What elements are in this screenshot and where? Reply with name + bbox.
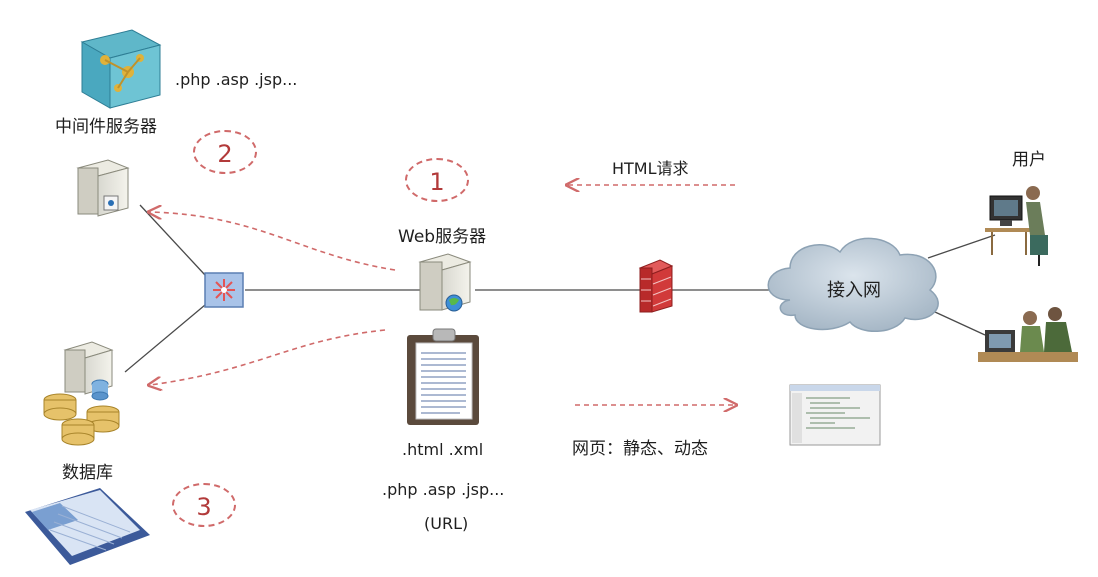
arrow-web-to-database (150, 329, 386, 385)
web-page-label: 网页：静态、动态 (572, 439, 708, 459)
middleware-server-icon (76, 159, 130, 217)
browser-screenshot-icon (789, 384, 881, 446)
arrow-web-to-middleware (150, 212, 396, 271)
web-files-line-2: .php .asp .jsp... (382, 480, 505, 499)
web-server-label: Web服务器 (398, 227, 487, 247)
database-icon (43, 341, 120, 446)
document-clipboard-icon (407, 328, 479, 425)
firewall-icon (638, 259, 674, 313)
user-label: 用户 (1012, 150, 1046, 170)
link-lines (124, 204, 996, 373)
web-files-line-3: (URL) (424, 514, 469, 533)
web-server-icon (418, 253, 472, 312)
access-network-label: 接入网 (827, 280, 881, 301)
middleware-cube-icon (80, 29, 162, 109)
dashed-arrows (150, 185, 735, 405)
step-2-badge: 2 (193, 130, 257, 174)
middleware-server-label: 中间件服务器 (55, 117, 157, 137)
users-group-icon (978, 307, 1078, 362)
database-label: 数据库 (62, 463, 113, 483)
middleware-ext-label: .php .asp .jsp... (175, 70, 298, 89)
html-request-label: HTML请求 (612, 159, 689, 178)
web-files-line-1: .html .xml (402, 440, 484, 459)
user-computer-icon (985, 186, 1048, 266)
access-network-cloud-icon (767, 237, 939, 333)
web-pages-book-icon (25, 488, 150, 565)
step-1-badge: 1 (405, 158, 469, 202)
switch-icon (204, 272, 244, 308)
step-3-badge: 3 (172, 483, 236, 527)
